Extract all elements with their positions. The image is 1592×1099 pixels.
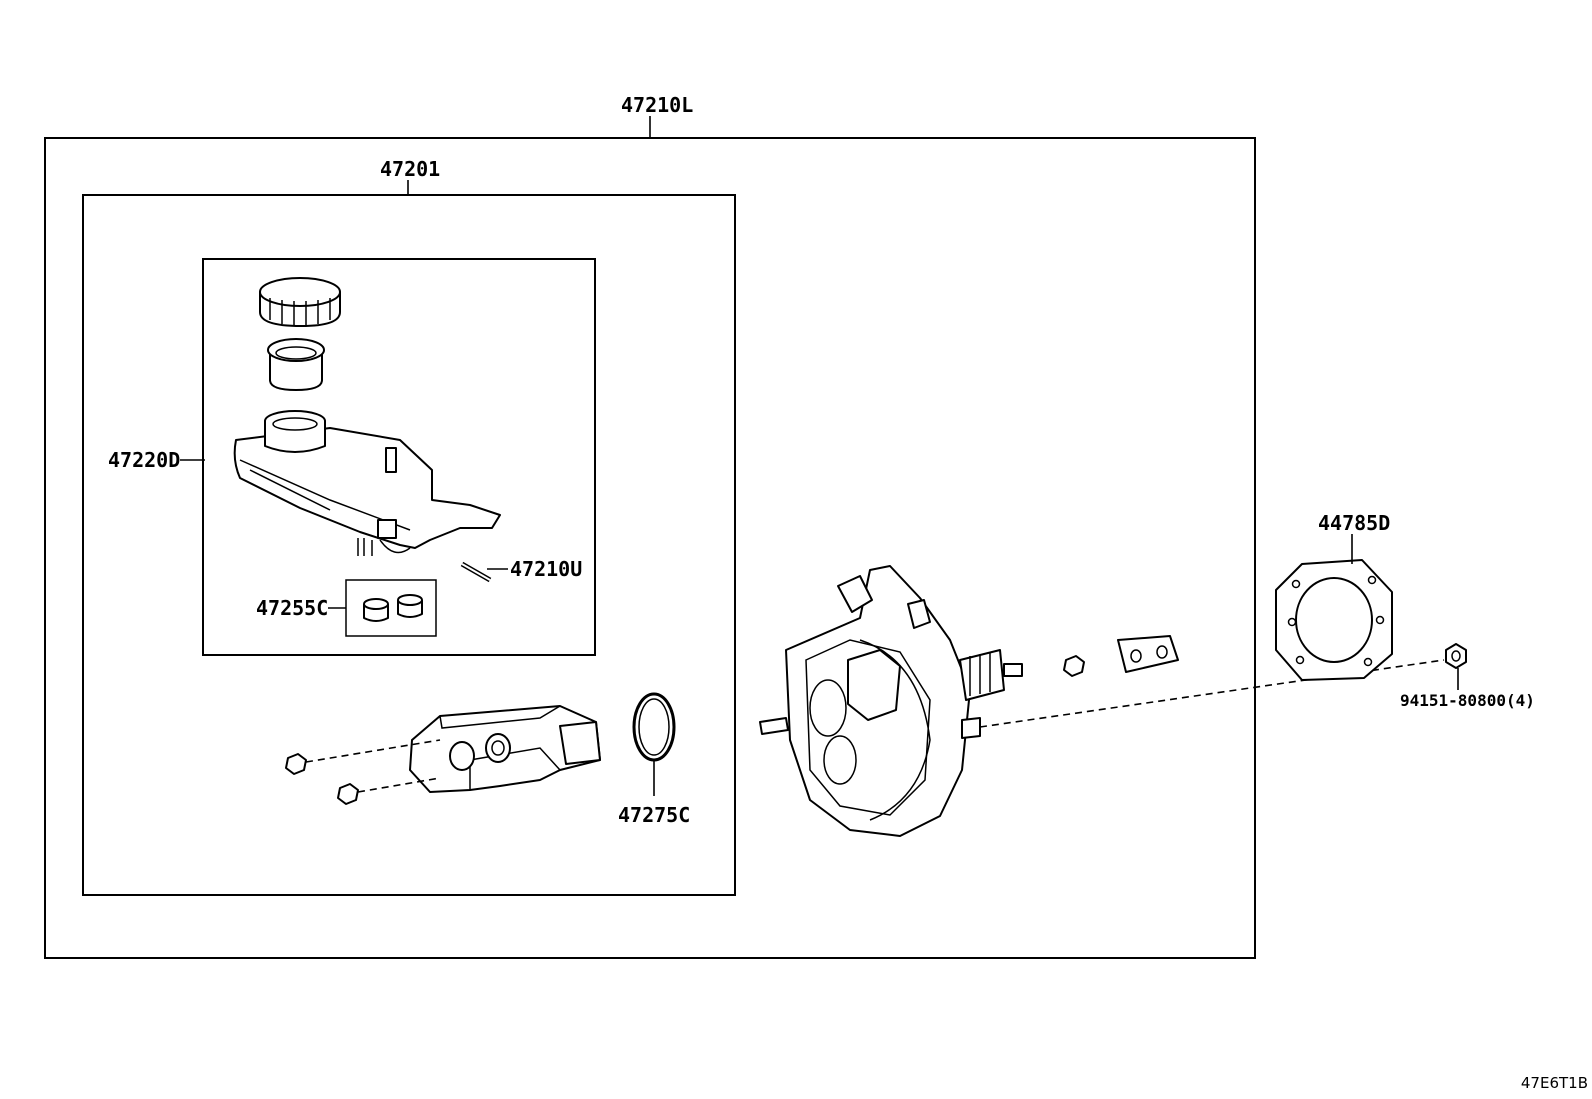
- label-47201: 47201: [380, 157, 440, 181]
- label-44785D: 44785D: [1318, 511, 1390, 535]
- booster-nut: [1063, 655, 1085, 677]
- label-47275C: 47275C: [618, 803, 690, 827]
- assembly-frame: [44, 137, 1256, 959]
- grommets: [363, 594, 423, 622]
- reservoir-cap: [259, 277, 341, 327]
- bolt-line-upper: [305, 739, 441, 763]
- label-47210L: 47210L: [621, 93, 693, 117]
- flange-nut: [1445, 643, 1467, 669]
- label-47210U: 47210U: [510, 557, 582, 581]
- label-47255C: 47255C: [256, 596, 328, 620]
- bolt-line-lower: [357, 777, 441, 793]
- booster-bracket: [1117, 635, 1179, 673]
- booster-gasket: [1275, 559, 1393, 681]
- reservoir-strainer: [267, 338, 325, 391]
- reservoir-pin: [460, 561, 492, 583]
- figure-id: 47E6T1B: [1521, 1074, 1588, 1092]
- mounting-nut-left-upper: [285, 753, 307, 775]
- reservoir-tank: [233, 410, 501, 556]
- o-ring: [632, 692, 676, 762]
- master-cylinder-frame: [82, 194, 736, 896]
- mounting-nut-left-lower: [337, 783, 359, 805]
- master-cylinder-body: [409, 705, 601, 793]
- label-47220D: 47220D: [108, 448, 180, 472]
- reservoir-kit-frame: [202, 258, 596, 656]
- o-ring-inner: [638, 698, 670, 756]
- brake-booster: [759, 565, 1023, 837]
- label-94151-80800: 94151-80800(4): [1400, 691, 1535, 710]
